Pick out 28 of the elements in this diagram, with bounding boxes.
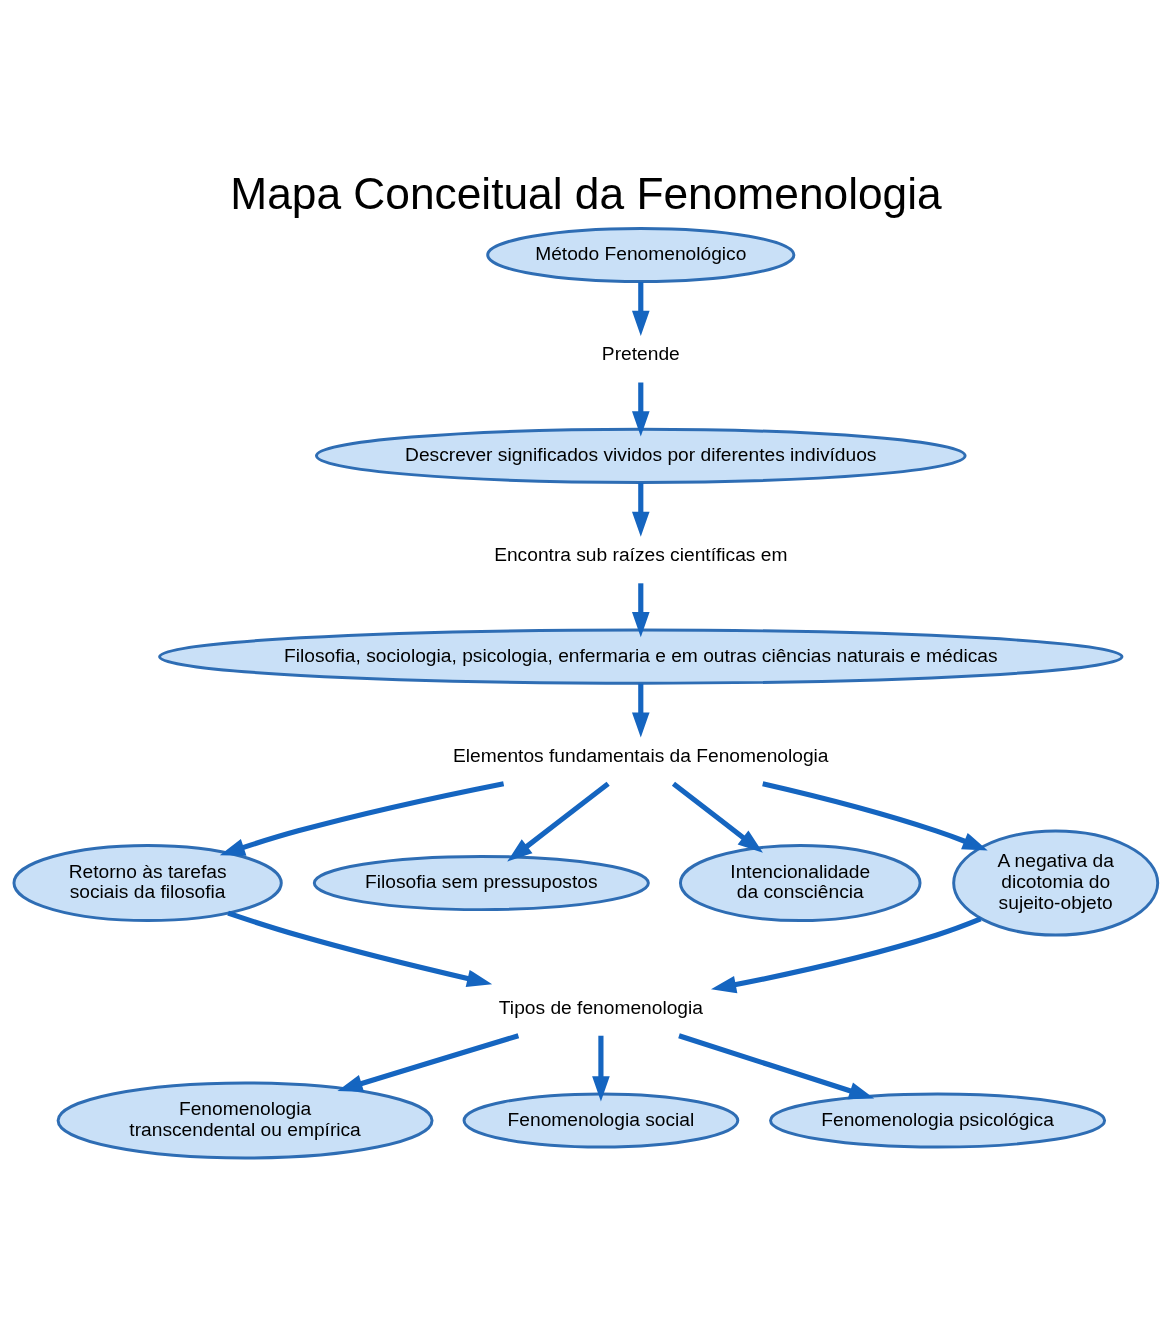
node-text: Encontra sub raízes científicas em — [494, 543, 788, 565]
node-ellipse: Fenomenologia social — [462, 1091, 740, 1149]
arrow — [671, 781, 763, 853]
arrow — [592, 1035, 610, 1101]
node-ellipse: Fenomenologia transcendental ou empírica — [56, 1081, 434, 1159]
node-ellipse: Retorno às tarefas sociais da filosofia — [12, 843, 283, 922]
arrow — [337, 1032, 520, 1092]
arrow — [507, 781, 610, 862]
arrow — [631, 382, 650, 436]
arrow — [710, 916, 982, 993]
node-ellipse: Filosofia sem pressupostos — [312, 854, 650, 911]
node-ellipse: Filosofia, sociologia, psicologia, enfermaria e em outras ciências naturais e médicas — [158, 628, 1124, 685]
arrow — [762, 780, 988, 850]
arrow — [631, 482, 650, 537]
node-ellipse: Descrever significados vividos por diferentes indivíduos — [315, 427, 967, 484]
arrow — [631, 683, 650, 738]
arrow — [631, 281, 650, 336]
arrow — [631, 582, 650, 637]
node-ellipse: Método Fenomenológico — [486, 226, 796, 283]
arrow — [227, 910, 493, 987]
diagram-title: Mapa Conceitual da Fenomenologia — [230, 168, 942, 218]
node-text: Pretende — [601, 342, 680, 364]
arrow — [678, 1032, 875, 1099]
node-text: Elementos fundamentais da Fenomenologia — [453, 744, 829, 766]
node-ellipse: Fenomenologia psicológica — [769, 1091, 1107, 1149]
node-text: Tipos de fenomenologia — [498, 996, 703, 1018]
node-ellipse: Intencionalidade da consciência — [679, 843, 922, 922]
arrow — [219, 780, 505, 856]
